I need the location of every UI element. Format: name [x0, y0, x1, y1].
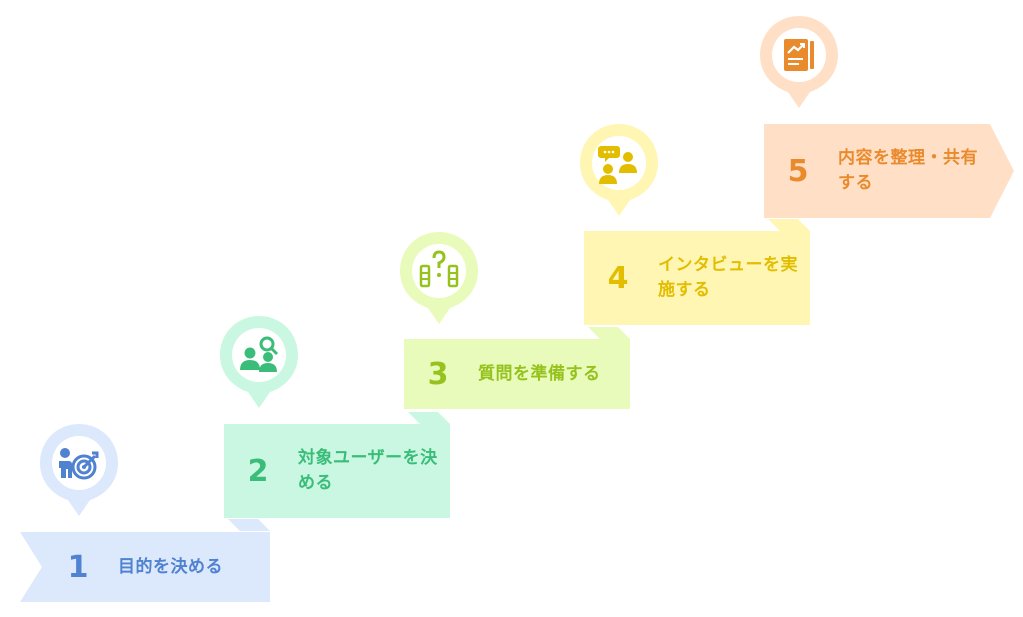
step-5-shape	[764, 124, 1014, 218]
step-5-label: 内容を整理・共有する	[838, 148, 978, 193]
step-5-number: 5	[787, 153, 809, 189]
step-2: 2 対象ユーザーを決める	[224, 424, 450, 518]
step-3-shape	[404, 339, 630, 409]
step-5-pin	[758, 14, 840, 110]
step-2-fold	[408, 412, 450, 424]
step-4-number: 4	[607, 260, 629, 296]
people-chat-icon	[598, 146, 637, 184]
step-1-number: 1	[67, 549, 89, 585]
step-2-number: 2	[247, 453, 269, 489]
step-2-label: 対象ユーザーを決める	[298, 448, 438, 493]
step-1-label: 目的を決める	[118, 556, 223, 577]
step-3-number: 3	[427, 356, 449, 392]
step-1-pin	[38, 422, 120, 518]
users-search-icon	[240, 336, 279, 372]
question-bracket-icon	[419, 250, 459, 288]
step-3-pin	[398, 230, 480, 326]
step-3-fold	[588, 327, 630, 339]
step-5: 5 内容を整理・共有する	[764, 124, 1014, 218]
step-3: 3 質問を準備する	[404, 339, 630, 409]
step-2-shape	[224, 424, 450, 518]
step-4-pin	[578, 122, 660, 218]
step-1-fold	[228, 519, 270, 531]
step-4-label: インタビューを実施する	[658, 255, 798, 300]
person-target-icon	[59, 448, 99, 480]
step-2-pin	[218, 314, 300, 410]
report-chart-icon	[784, 39, 814, 71]
step-3-label: 質問を準備する	[478, 363, 601, 384]
step-4-shape	[584, 231, 810, 325]
step-1-shape	[20, 532, 270, 602]
step-1: 1 目的を決める	[20, 532, 270, 602]
step-4: 4 インタビューを実施する	[584, 231, 810, 325]
step-4-fold	[768, 219, 810, 231]
